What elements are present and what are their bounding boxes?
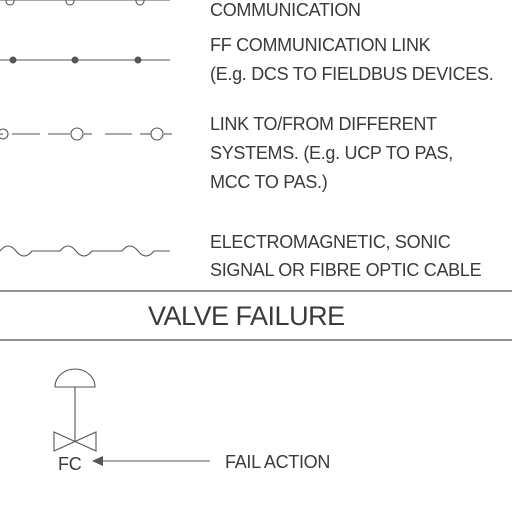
- legend-row-communication: COMMUNICATION: [0, 0, 361, 20]
- fail-action-label: FAIL ACTION: [225, 452, 330, 472]
- valve-body-bowtie: [53, 431, 97, 452]
- communication-label: COMMUNICATION: [210, 0, 361, 20]
- system-link-label-line2: SYSTEMS. (E.g. UCP TO PAS,: [210, 143, 453, 163]
- fail-action-arrow: [92, 456, 210, 466]
- ff-link-line-symbol: [0, 56, 170, 64]
- legend-row-electromagnetic: ELECTROMAGNETIC, SONIC SIGNAL OR FIBRE O…: [0, 232, 482, 280]
- electromagnetic-label-line2: SIGNAL OR FIBRE OPTIC CABLE: [210, 260, 482, 280]
- system-link-label-line3: MCC TO PAS.): [210, 172, 327, 192]
- system-link-line-symbol: [0, 127, 172, 141]
- system-link-label-line1: LINK TO/FROM DIFFERENT: [210, 114, 437, 134]
- valve-fail-code: FC: [58, 454, 82, 474]
- legend-row-ff-link: FF COMMUNICATION LINK (E.g. DCS TO FIELD…: [0, 35, 494, 84]
- legend-row-system-link: LINK TO/FROM DIFFERENT SYSTEMS. (E.g. UC…: [0, 114, 453, 192]
- valve-actuator-dome: [54, 368, 96, 388]
- electromagnetic-wave-symbol: [0, 245, 170, 257]
- ff-link-label-line2: (E.g. DCS TO FIELDBUS DEVICES.: [210, 64, 493, 84]
- ff-link-label-line1: FF COMMUNICATION LINK: [210, 35, 431, 55]
- valve-symbol: [53, 368, 97, 452]
- section-title: VALVE FAILURE: [148, 301, 345, 331]
- electromagnetic-label-line1: ELECTROMAGNETIC, SONIC: [210, 232, 451, 252]
- communication-line-symbol: [0, 0, 170, 6]
